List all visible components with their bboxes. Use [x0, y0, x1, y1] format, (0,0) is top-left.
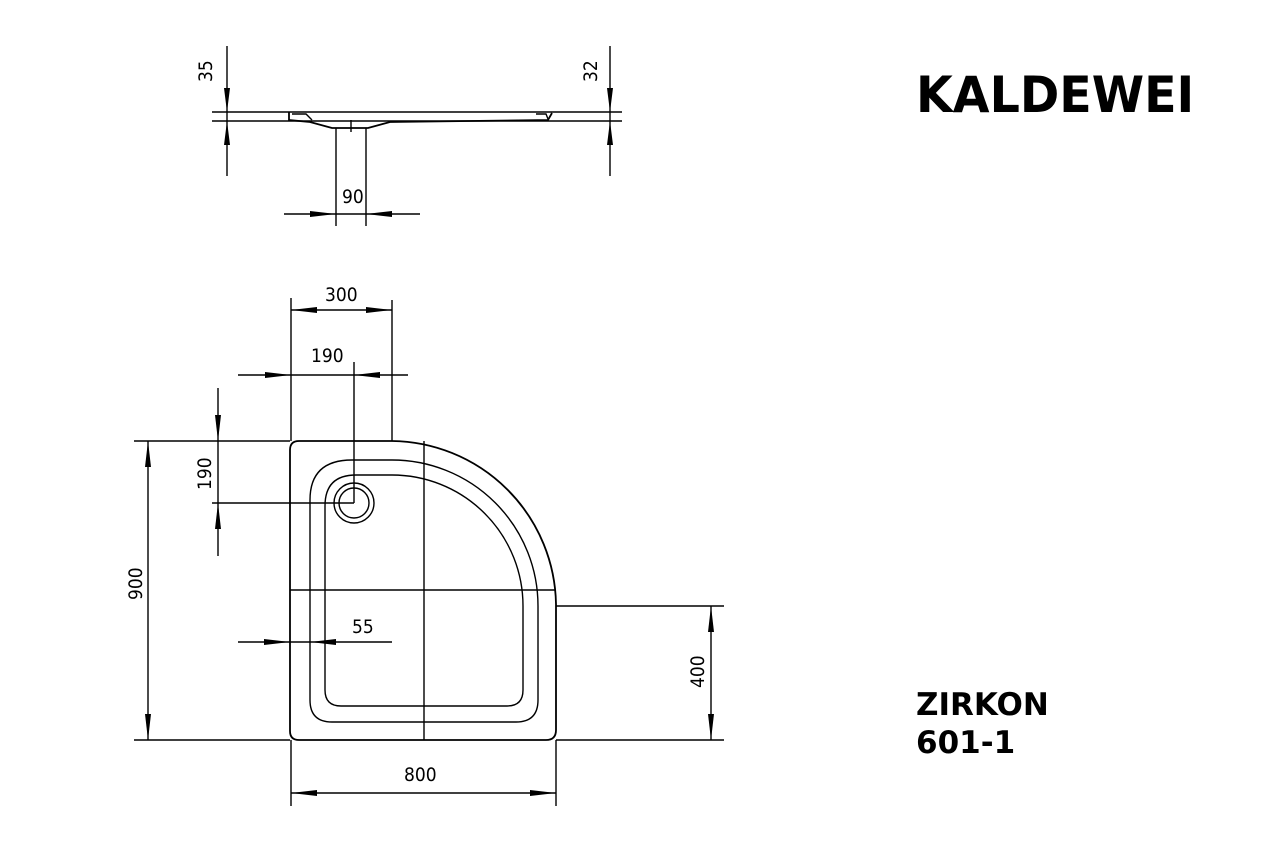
dim-side-right-height: 32 [580, 60, 602, 82]
dim-total-depth: 900 [125, 567, 147, 600]
dim-inner-rim: 55 [352, 616, 374, 638]
dim-drain-diameter: 90 [342, 186, 364, 208]
side-view: 35 32 90 [195, 46, 622, 226]
brand-logo: KALDEWEI [916, 66, 1195, 124]
plan-view: 300 190 190 900 55 400 [125, 284, 724, 806]
dim-drain-offset-x: 190 [311, 345, 344, 367]
dim-drain-offset-y: 190 [194, 457, 216, 490]
dim-right-straight-depth: 400 [687, 655, 709, 688]
product-code: 601-1 [916, 725, 1016, 761]
dim-top-straight-width: 300 [325, 284, 358, 306]
dim-side-left-height: 35 [195, 60, 217, 82]
product-label: ZIRKON 601-1 [916, 686, 1049, 762]
dim-total-width: 800 [404, 764, 437, 786]
product-name: ZIRKON [916, 687, 1049, 723]
